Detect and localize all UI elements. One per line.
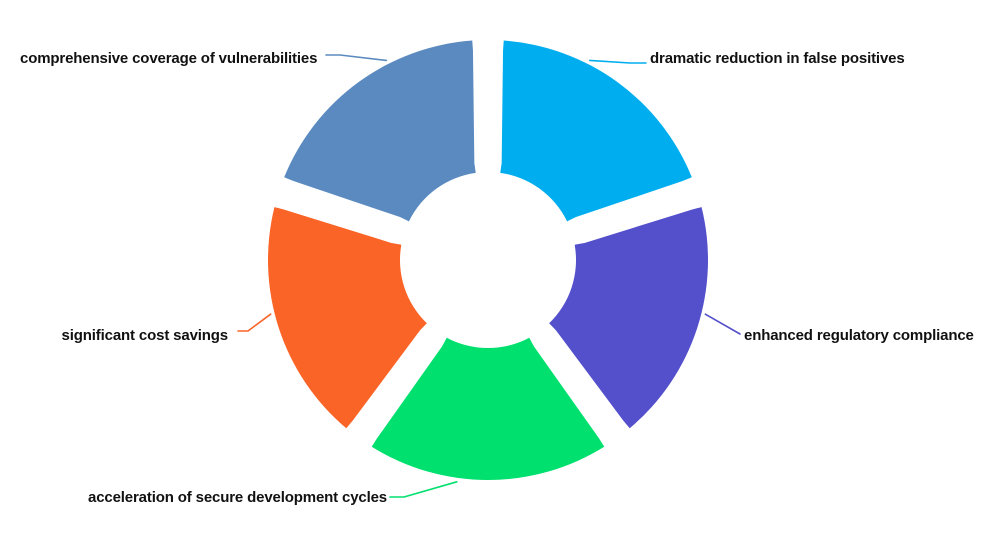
donut-segment-dramatic-reduction-in-false-positives[interactable] [500,40,692,222]
segment-label-significant-cost-savings: significant cost savings [61,327,229,344]
segment-label-dramatic-reduction-in-false-positives: dramatic reduction in false positives [650,50,905,67]
donut-segment-acceleration-of-secure-development-cycles[interactable] [371,337,605,480]
donut-segments [268,40,708,480]
segment-label-acceleration-of-secure-development-cycles: acceleration of secure development cycle… [88,489,387,506]
donut-segment-comprehensive-coverage-of-vulnerabilities[interactable] [284,40,476,222]
leader-line-slice-1 [704,313,741,335]
segment-label-enhanced-regulatory-compliance: enhanced regulatory compliance [744,327,974,344]
leader-line-slice-0 [588,59,647,64]
donut-segment-significant-cost-savings[interactable] [268,207,427,429]
leader-line-slice-2 [389,481,458,498]
leader-lines [237,54,741,498]
leader-line-slice-4 [325,54,388,62]
leader-line-slice-3 [237,313,272,332]
segment-label-comprehensive-coverage-of-vulnerabilities: comprehensive coverage of vulnerabilitie… [20,50,318,67]
donut-segment-enhanced-regulatory-compliance[interactable] [549,207,708,429]
